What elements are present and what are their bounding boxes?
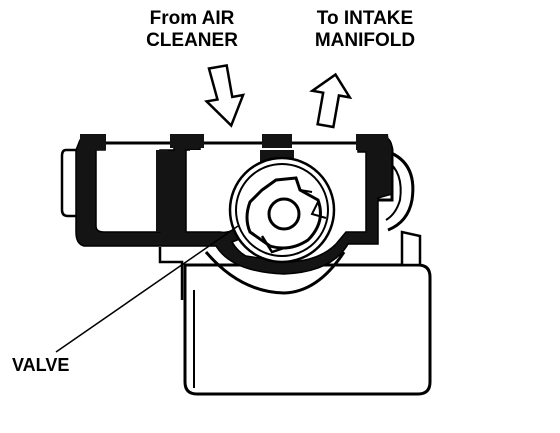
- from-air-cleaner-line-2: CLEANER: [146, 30, 238, 51]
- valve-label: VALVE: [12, 355, 70, 375]
- to-intake-manifold-label: To INTAKE MANIFOLD: [295, 8, 435, 52]
- actuator-body: [183, 230, 432, 396]
- from-air-cleaner-line-1: From AIR: [149, 8, 235, 29]
- arrow-up-icon: [309, 72, 353, 129]
- from-air-cleaner-label: From AIR CLEANER: [132, 8, 252, 52]
- valve-leader-line: [55, 225, 239, 353]
- to-intake-manifold-line-2: MANIFOLD: [314, 30, 416, 51]
- valve-housing: [158, 247, 346, 300]
- housing-lobe: [382, 148, 415, 232]
- arrow-down-icon: [204, 63, 246, 128]
- to-intake-manifold-line-1: To INTAKE: [316, 8, 414, 29]
- rotary-valve: [228, 156, 336, 264]
